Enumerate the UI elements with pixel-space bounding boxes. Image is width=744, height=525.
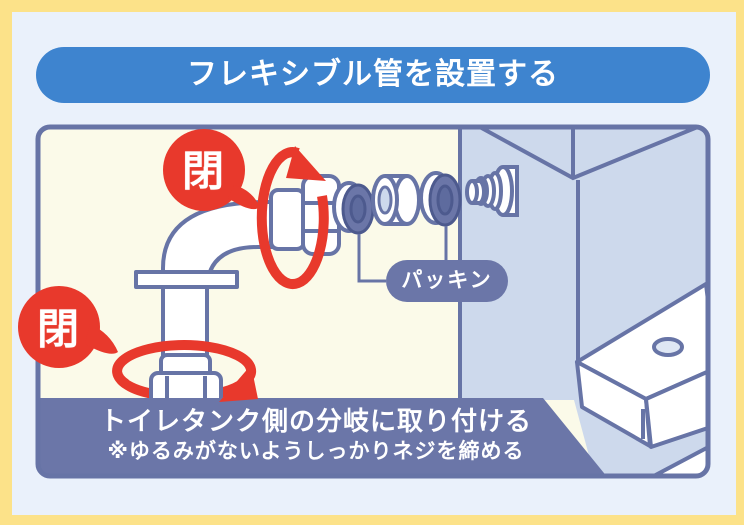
caption: トイレタンク側の分岐に取り付ける ※ゆるみがないようしっかりネジを締める [36,405,596,466]
packing-parts [332,171,462,283]
tank-connector [465,165,519,217]
caption-line1: トイレタンク側の分岐に取り付ける [99,406,532,436]
packing-ring-b [419,171,462,227]
speech-bubble-close-top [163,129,260,211]
lid-hole [652,337,684,357]
rotate-arrow-top-icon [256,146,329,290]
packing-ring-a [332,181,375,235]
caption-line2: ※ゆるみがないようしっかりネジを締める [107,440,525,463]
pipe-collar-top [269,188,306,251]
packing-label: パッキン [386,260,508,302]
tank-lid [575,282,708,476]
close-label-top: 閉 [181,147,225,195]
speech-bubble-close-bottom [18,286,118,368]
spacer-cylinder [371,174,421,226]
rotate-arrow-bottom-icon [112,340,258,402]
caption-band [38,398,608,476]
page-title: フレキシブル管を設置する [187,58,559,91]
branch-flange [134,270,239,289]
close-label-bottom: 閉 [36,305,80,353]
packing-leader-lines [357,226,448,283]
title-banner: フレキシブル管を設置する [36,47,710,103]
